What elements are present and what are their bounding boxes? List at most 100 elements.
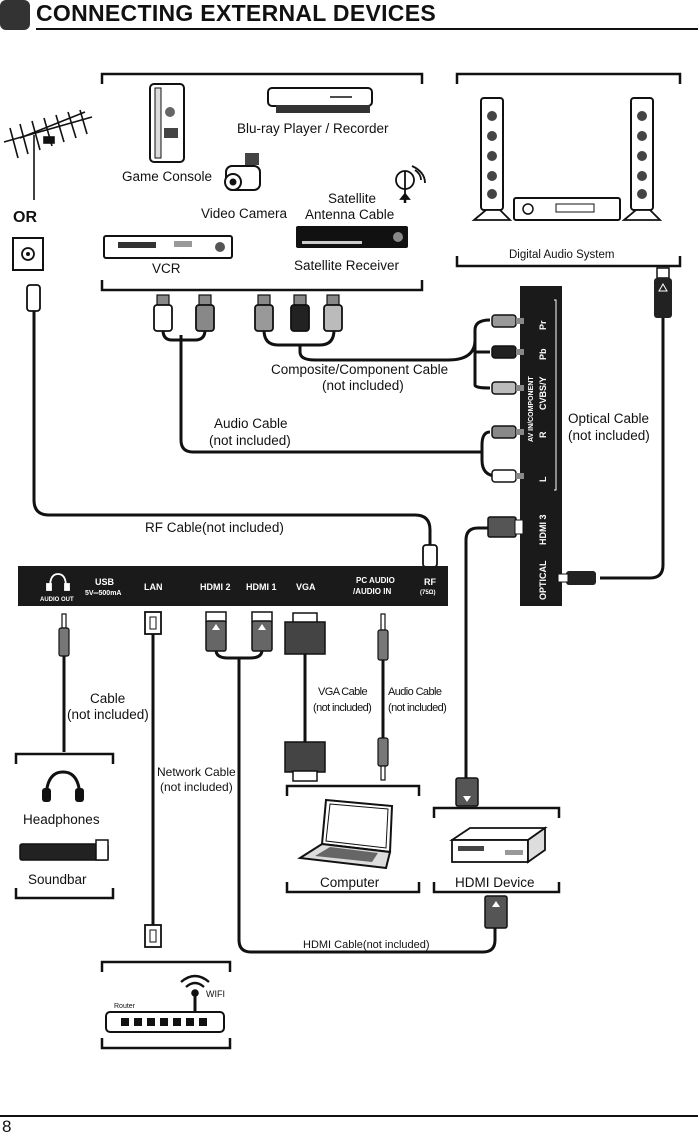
- wifi-icon: [180, 974, 210, 1012]
- satellite-receiver-label: Satellite Receiver: [294, 258, 400, 273]
- vga-plug-top: [284, 612, 326, 655]
- composite-rca-plugs: [254, 294, 343, 332]
- wall-outlet-icon: [12, 237, 44, 271]
- lan-label: LAN: [144, 582, 163, 592]
- router-icon: [105, 1011, 225, 1033]
- audio-out-label: AUDIO OUT: [40, 597, 74, 603]
- rf-ohm-label: (75Ω): [420, 590, 435, 596]
- hdmi1-label: HDMI 1: [246, 582, 277, 592]
- composite-cable-line: [298, 318, 491, 362]
- game-console-label: Game Console: [122, 169, 212, 184]
- audio-system-bracket-top: [455, 72, 682, 84]
- audio-cable-label-1: Audio Cable: [214, 416, 288, 431]
- computer-bracket-top: [285, 784, 421, 796]
- headphones-label: Headphones: [23, 812, 100, 827]
- or-label: OR: [13, 209, 37, 226]
- router-bracket-top: [100, 960, 232, 972]
- hdmi3-plug: [487, 516, 524, 538]
- satellite-dish-icon: [395, 165, 426, 203]
- lan-plug-bottom: [144, 924, 162, 948]
- rf-cable-line: [32, 310, 432, 545]
- satellite-cable-label-line1: Satellite: [328, 191, 376, 206]
- computer-label: Computer: [320, 875, 380, 890]
- pc-audio-label-2: /AUDIO IN: [353, 587, 391, 596]
- satellite-receiver-icon: [296, 226, 408, 248]
- bottom-panel: [18, 566, 448, 606]
- audio-rca-plugs: [153, 294, 215, 332]
- pc-audio-label-1: PC AUDIO: [356, 576, 395, 585]
- audio-cable-line: [179, 335, 482, 454]
- pc-audio-plug-bottom: [377, 737, 389, 781]
- cable-label-1: Cable: [90, 691, 125, 706]
- audio-system-bracket-bottom: [455, 256, 682, 268]
- vcr-label: VCR: [152, 261, 181, 276]
- wifi-label: WIFI: [206, 989, 225, 999]
- optical-cable-line: [600, 318, 665, 580]
- lan-plug-top: [144, 611, 162, 635]
- hdmi-device-label: HDMI Device: [455, 875, 535, 890]
- hdmi3-cable-line: [464, 526, 490, 778]
- hdmi2-plug: [205, 611, 227, 652]
- hdmi-device-icon: [449, 826, 548, 864]
- computer-icon: [297, 798, 394, 870]
- cvbs-label: CVBS/Y: [538, 376, 548, 410]
- composite-cable-join: [262, 329, 336, 347]
- hdmi3-label: HDMI 3: [538, 514, 548, 545]
- top-devices-bracket-top: [100, 72, 424, 84]
- router-bracket-bottom: [100, 1038, 232, 1050]
- hdmi-cable-label: HDMI Cable(not included): [303, 939, 430, 951]
- vga-cable-label-2: (not included): [313, 702, 371, 714]
- vga-cable-label-1: VGA Cable: [318, 686, 368, 698]
- usb-label: USB: [95, 577, 115, 587]
- rf-panel-label: RF: [424, 577, 436, 587]
- header-rule: [36, 28, 698, 30]
- vga-plug-bottom: [284, 741, 326, 782]
- satellite-cable-label-line2: Antenna Cable: [305, 207, 394, 222]
- cable-label-2: (not included): [67, 707, 149, 722]
- header-marker: [0, 0, 30, 30]
- soundbar-label: Soundbar: [28, 872, 87, 887]
- router-label: Router: [114, 1003, 136, 1010]
- rf-plug-panel: [422, 544, 438, 568]
- optical-plug-side: [557, 571, 596, 585]
- video-camera-icon: [224, 153, 261, 191]
- hdmi2-label: HDMI 2: [200, 582, 231, 592]
- digital-audio-system-icon: [471, 97, 663, 221]
- hdmi1-plug: [251, 611, 273, 652]
- headphones-bracket-top: [14, 752, 115, 764]
- hdmi-device-bracket-bottom: [432, 882, 561, 894]
- audio-cable-label-2: (not included): [209, 433, 291, 448]
- antenna-icon: [3, 109, 93, 200]
- network-cable-label-2: (not included): [160, 780, 233, 794]
- group-brackets: [14, 72, 682, 1050]
- pc-audio-cable-label-2: (not included): [388, 702, 446, 714]
- top-devices-bracket-bottom: [100, 280, 424, 292]
- rl-cable-join: [480, 430, 498, 478]
- hdmi-cable-line: [237, 658, 497, 954]
- rf-cable-label: RF Cable(not included): [145, 520, 284, 535]
- headphone-port-icon: [46, 573, 70, 591]
- bluray-label: Blu-ray Player / Recorder: [237, 121, 389, 136]
- bluray-player-icon: [267, 87, 373, 113]
- side-panel-rca-plugs: [491, 314, 524, 483]
- usb-rating-label: 5V═500mA: [85, 590, 121, 597]
- vcr-icon: [103, 235, 233, 259]
- cable-lines: [32, 310, 665, 954]
- composite-cable-label-2: (not included): [322, 378, 404, 393]
- hdmi-device-plug: [484, 895, 508, 929]
- game-console-icon: [149, 83, 185, 163]
- composite-cable-branch: [473, 340, 491, 390]
- side-panel-labels: Pr Pb CVBS/Y AV IN/COMPONENT R L HDMI 3 …: [528, 320, 548, 600]
- headphones-bracket-bottom: [14, 888, 115, 900]
- optical-cable-label-1: Optical Cable: [568, 411, 649, 426]
- pc-audio-cable-label-1: Audio Cable: [388, 686, 442, 698]
- video-camera-label: Video Camera: [201, 206, 288, 221]
- page-number: 8: [2, 1117, 12, 1136]
- optical-plug-top: [654, 267, 672, 318]
- pb-label: Pb: [538, 348, 548, 360]
- l-label: L: [538, 476, 548, 482]
- page-title: CONNECTING EXTERNAL DEVICES: [36, 0, 436, 26]
- side-panel: [520, 286, 562, 606]
- composite-cable-label-1: Composite/Component Cable: [271, 362, 448, 377]
